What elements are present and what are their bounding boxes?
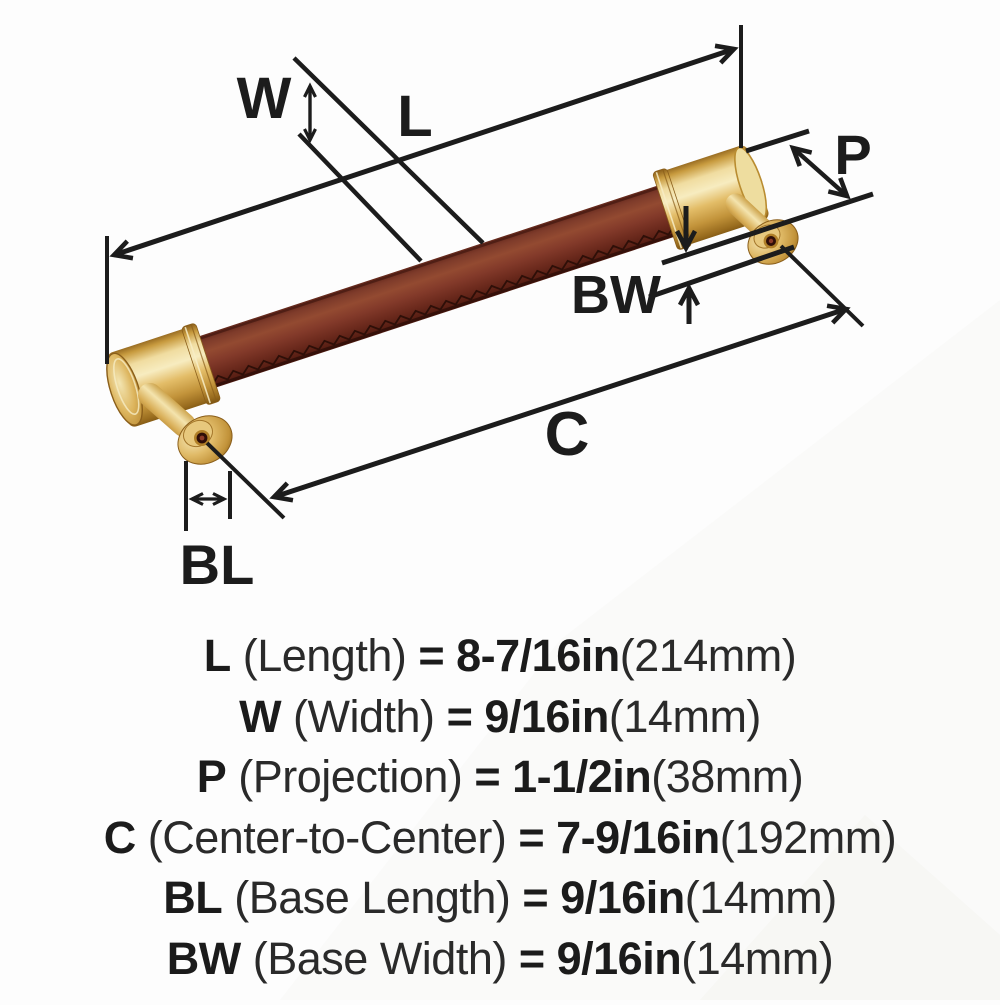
spec-line-L: L (Length) = 8-7/16in(214mm) — [203, 630, 797, 681]
spec-line-C: C (Center-to-Center) = 7-9/16in(192mm) — [103, 811, 897, 863]
dim-P-arrow — [789, 144, 851, 200]
spec-line-BW: BW (Base Width) = 9/16in(14mm) — [166, 932, 834, 984]
dim-P-ext-lower — [661, 191, 874, 266]
left-brass-cap — [106, 323, 221, 427]
label-projection: P — [834, 123, 871, 186]
dim-L-line — [109, 43, 739, 261]
dim-W-ext-lower — [297, 132, 423, 263]
dim-BW-ext-lower — [648, 244, 795, 300]
label-width: W — [237, 66, 292, 131]
dim-C-ext-left — [205, 441, 286, 520]
cabinet-pull-handle — [106, 145, 799, 465]
dim-P-ext-upper — [745, 128, 810, 154]
spec-line-W: W (Width) = 9/16in(14mm) — [239, 690, 761, 742]
spec-line-P: P (Projection) = 1-1/2in(38mm) — [196, 751, 804, 802]
label-length: L — [397, 84, 432, 149]
dim-C-ext-right — [779, 244, 865, 328]
dimension-lines — [105, 25, 874, 531]
spec-line-BL: BL (Base Length) = 9/16in(14mm) — [163, 872, 837, 923]
dim-W-ext-upper — [292, 56, 485, 245]
label-base-width: BW — [571, 265, 661, 325]
dimension-spec-list: L (Length) = 8-7/16in(214mm) W (Width) = … — [0, 626, 1000, 989]
label-base-length: BL — [180, 533, 255, 596]
dim-C-line — [269, 303, 851, 503]
label-center-to-center: C — [545, 400, 590, 469]
